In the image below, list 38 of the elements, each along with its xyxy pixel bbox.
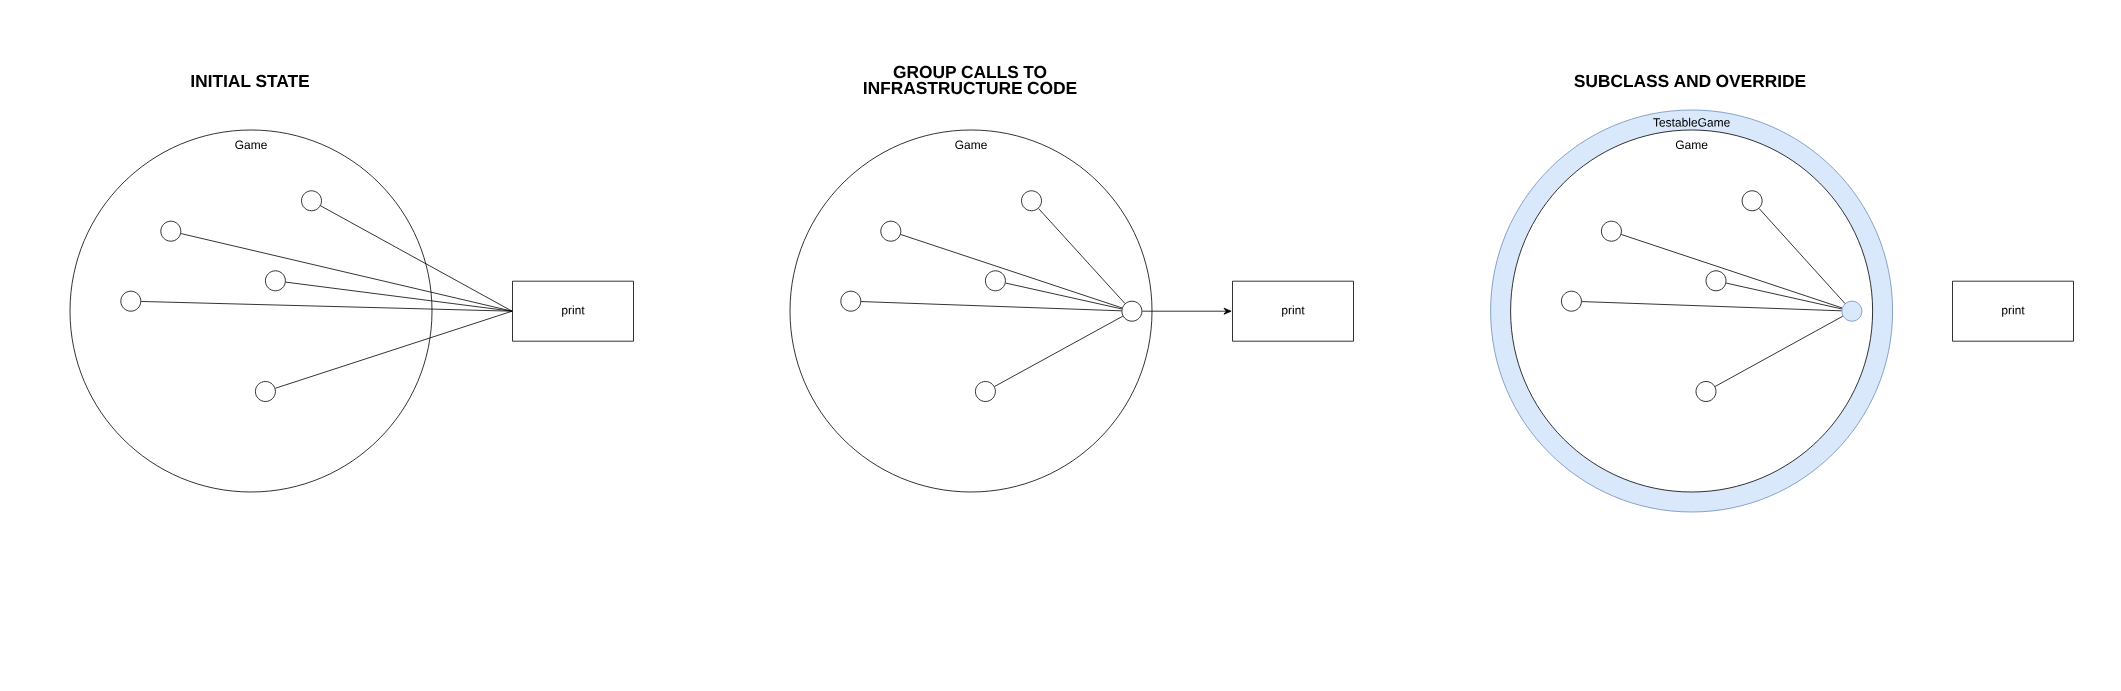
arrow	[1141, 307, 1232, 315]
method-circle	[255, 381, 276, 402]
connector-line	[1038, 208, 1126, 304]
connector-line	[1758, 208, 1846, 304]
method-circle	[1601, 220, 1622, 242]
method-circle	[1561, 290, 1582, 312]
method-circle	[265, 270, 286, 292]
method-circle	[1841, 300, 1863, 322]
connector-line	[860, 301, 1122, 312]
method-circle	[1705, 270, 1727, 292]
method-circle	[160, 220, 182, 242]
method-circle	[301, 190, 322, 212]
connector-line	[1714, 315, 1844, 387]
section-heading: INITIAL STATE	[191, 74, 310, 88]
function-box: print	[1952, 280, 2074, 342]
connector-line	[140, 301, 513, 312]
method-circle	[1695, 381, 1717, 402]
connector-line	[320, 205, 513, 312]
connector-line	[274, 310, 513, 389]
method-circle	[1021, 190, 1042, 212]
method-circle	[880, 220, 902, 242]
method-circle	[1121, 300, 1143, 322]
connector-line	[1005, 282, 1123, 310]
connector-line	[285, 281, 513, 312]
function-box: print	[1232, 280, 1354, 342]
section-heading: SUBCLASS AND OVERRIDE	[1574, 74, 1806, 88]
method-circle	[1741, 190, 1763, 212]
section-heading: GROUP CALLS TO INFRASTRUCTURE CODE	[864, 65, 1077, 95]
method-circle	[840, 290, 862, 312]
method-circle	[985, 270, 1006, 292]
connector-line	[1620, 234, 1843, 309]
method-circle	[975, 381, 996, 402]
connector-line	[1581, 301, 1842, 312]
connector-line	[1725, 282, 1843, 310]
connector-line	[900, 234, 1123, 309]
connector-line	[994, 315, 1124, 387]
method-circle	[120, 290, 142, 312]
function-box: print	[512, 280, 634, 342]
